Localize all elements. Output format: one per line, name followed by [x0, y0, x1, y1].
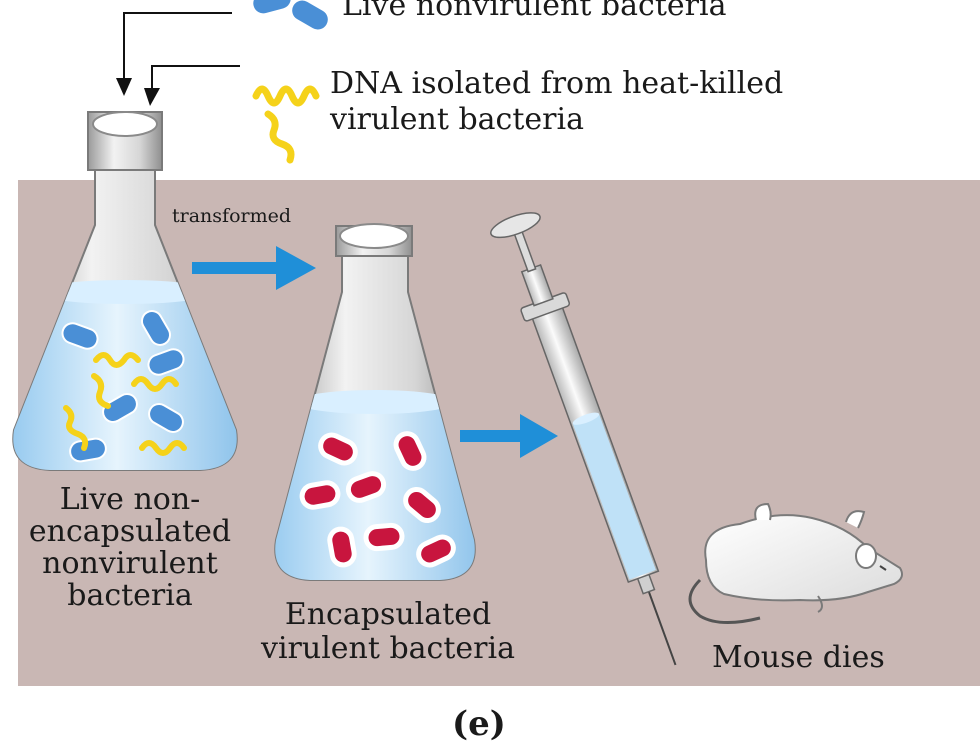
pointer-arrowhead-1	[116, 78, 132, 96]
dead-mouse	[688, 502, 903, 624]
syringe	[490, 212, 677, 666]
panel-label: (e)	[452, 704, 506, 744]
flask1-bacteria	[61, 310, 185, 463]
legend-bacteria-icon	[251, 0, 330, 32]
pointer-arrowhead-2	[144, 88, 160, 106]
inject-arrow	[460, 414, 558, 458]
legend-dna-line-2: virulent bacteria	[330, 102, 584, 137]
legend-dna-line-1: DNA isolated from heat-killed	[330, 66, 784, 101]
flask2-caption: Encapsulated virulent bacteria	[261, 597, 515, 666]
legend-dna-label: DNA isolated from heat-killed virulent b…	[330, 66, 783, 138]
flask-virulent	[274, 223, 476, 581]
flask2-virulent-bacteria	[299, 431, 456, 568]
flask-nonvirulent	[12, 111, 238, 471]
flask1-caption: Live non-encapsulated nonvirulent bacter…	[28, 482, 232, 613]
transformed-label: transformed	[172, 205, 292, 227]
legend-pointer-lines	[123, 12, 240, 92]
legend-live-bacteria-label: Live nonvirulent bacteria	[342, 0, 727, 23]
mouse-caption: Mouse dies	[712, 640, 885, 675]
flask1-dna	[63, 352, 187, 456]
transform-arrow	[192, 246, 316, 290]
legend-dna-icon	[252, 85, 320, 164]
